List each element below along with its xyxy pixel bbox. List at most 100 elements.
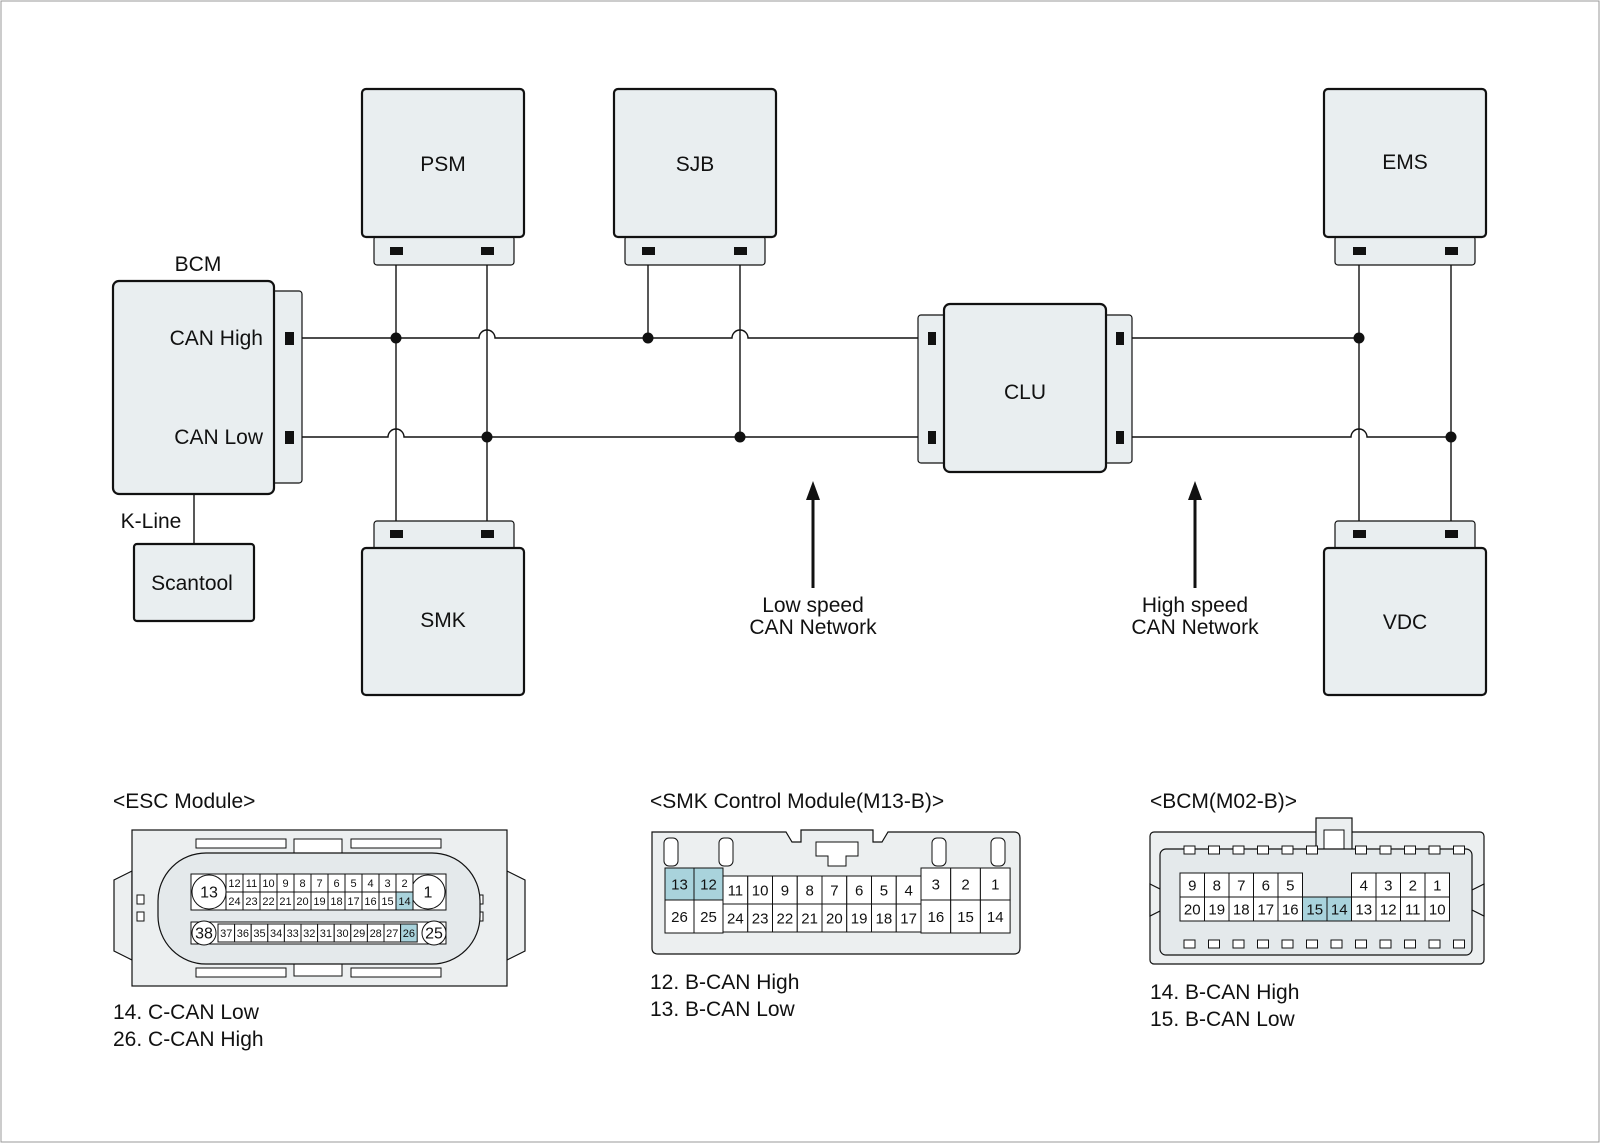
pin-number: 35 <box>253 928 265 940</box>
pin-number: 32 <box>303 928 315 940</box>
pin-number: 16 <box>928 909 945 926</box>
junction-dots <box>390 332 1457 443</box>
pin-number: 22 <box>777 911 794 928</box>
pin-number: 7 <box>316 878 322 890</box>
pin-number: 15 <box>957 909 974 926</box>
pin-number: 13 <box>200 885 218 902</box>
pin-number: 7 <box>1237 878 1245 895</box>
pin-number: 29 <box>353 928 365 940</box>
clu-label: CLU <box>1004 381 1046 404</box>
esc-note-1: 14. C-CAN Low <box>113 1001 260 1024</box>
pin-number: 5 <box>350 878 356 890</box>
bcm-label: BCM <box>175 253 222 276</box>
sjb-module: SJB <box>612 87 778 266</box>
pin-number: 8 <box>299 878 305 890</box>
pin-number: 14 <box>1331 902 1348 919</box>
bcm-connector-title: <BCM(M02-B)> <box>1150 790 1297 813</box>
bcm-module: BCM CAN High CAN Low <box>111 253 303 496</box>
pin-number: 9 <box>781 883 789 900</box>
pin-number: 38 <box>195 926 213 943</box>
pin-number: 22 <box>262 896 274 908</box>
high-speed-label-2: CAN Network <box>1131 616 1259 639</box>
pin-number: 33 <box>287 928 299 940</box>
high-speed-network-arrow: High speed CAN Network <box>1131 481 1259 639</box>
pin-number: 13 <box>1355 902 1372 919</box>
pin-number: 14 <box>987 909 1004 926</box>
pin-number: 3 <box>1384 878 1392 895</box>
can-high-label: CAN High <box>170 327 263 350</box>
pin-number: 19 <box>851 911 868 928</box>
k-line-label: K-Line <box>121 510 182 533</box>
pin-number: 4 <box>367 878 373 890</box>
smk-connector-title: <SMK Control Module(M13-B)> <box>650 790 944 813</box>
ems-label: EMS <box>1382 151 1428 174</box>
pin-number: 23 <box>245 896 257 908</box>
vdc-label: VDC <box>1383 611 1427 634</box>
drop-wires <box>193 250 1452 544</box>
pin-number: 14 <box>398 896 410 908</box>
psm-module: PSM <box>360 87 526 266</box>
scantool-label: Scantool <box>151 572 233 595</box>
pin-number: 24 <box>228 896 240 908</box>
pin-number: 6 <box>333 878 339 890</box>
pin-number: 6 <box>1262 878 1270 895</box>
vdc-module: VDC <box>1322 520 1488 697</box>
pin-number: 30 <box>336 928 348 940</box>
sjb-label: SJB <box>676 153 715 176</box>
pin-number: 13 <box>671 877 688 894</box>
pin-number: 27 <box>386 928 398 940</box>
pin-number: 36 <box>237 928 249 940</box>
pin-number: 28 <box>370 928 382 940</box>
pin-number: 2 <box>961 877 969 894</box>
pin-number: 8 <box>805 883 813 900</box>
pin-number: 11 <box>728 883 744 900</box>
pin-number: 4 <box>1360 878 1368 895</box>
pin-number: 12 <box>1380 902 1397 919</box>
pin-number: 21 <box>279 896 291 908</box>
smk-note-1: 12. B-CAN High <box>650 971 799 994</box>
pin-number: 20 <box>826 911 843 928</box>
pin-number: 16 <box>364 896 376 908</box>
low-speed-label-1: Low speed <box>762 594 864 617</box>
pin-number: 5 <box>880 883 888 900</box>
pin-number: 3 <box>384 878 390 890</box>
smk-module: SMK <box>360 520 526 697</box>
pin-number: 1 <box>424 885 433 902</box>
pin-number: 10 <box>1429 902 1446 919</box>
pin-number: 21 <box>801 911 818 928</box>
pin-number: 19 <box>1208 902 1225 919</box>
low-speed-network-arrow: Low speed CAN Network <box>749 481 877 639</box>
pin-number: 19 <box>313 896 325 908</box>
pin-number: 18 <box>876 911 893 928</box>
pin-number: 8 <box>1213 878 1221 895</box>
pin-number: 18 <box>330 896 342 908</box>
pin-number: 37 <box>220 928 232 940</box>
bcm-note-2: 15. B-CAN Low <box>1150 1008 1296 1031</box>
pin-number: 1 <box>991 877 999 894</box>
pin-number: 10 <box>262 878 274 890</box>
pin-number: 15 <box>381 896 393 908</box>
pin-number: 1 <box>1433 878 1441 895</box>
pin-number: 17 <box>900 911 917 928</box>
pin-number: 26 <box>403 928 415 940</box>
scantool-module: Scantool <box>132 542 256 623</box>
psm-label: PSM <box>420 153 466 176</box>
esc-connector-title: <ESC Module> <box>113 790 255 813</box>
ems-module: EMS <box>1322 87 1488 266</box>
clu-module: CLU <box>917 302 1133 474</box>
pin-number: 2 <box>401 878 407 890</box>
pin-number: 7 <box>830 883 838 900</box>
bcm-note-1: 14. B-CAN High <box>1150 981 1299 1004</box>
pin-number: 26 <box>671 909 688 926</box>
pin-number: 12 <box>228 878 240 890</box>
pin-number: 18 <box>1233 902 1250 919</box>
pin-number: 9 <box>1188 878 1196 895</box>
pin-number: 12 <box>700 877 717 894</box>
pin-number: 31 <box>320 928 332 940</box>
pin-number: 16 <box>1282 902 1299 919</box>
pin-number: 24 <box>727 911 744 928</box>
pin-number: 6 <box>855 883 863 900</box>
